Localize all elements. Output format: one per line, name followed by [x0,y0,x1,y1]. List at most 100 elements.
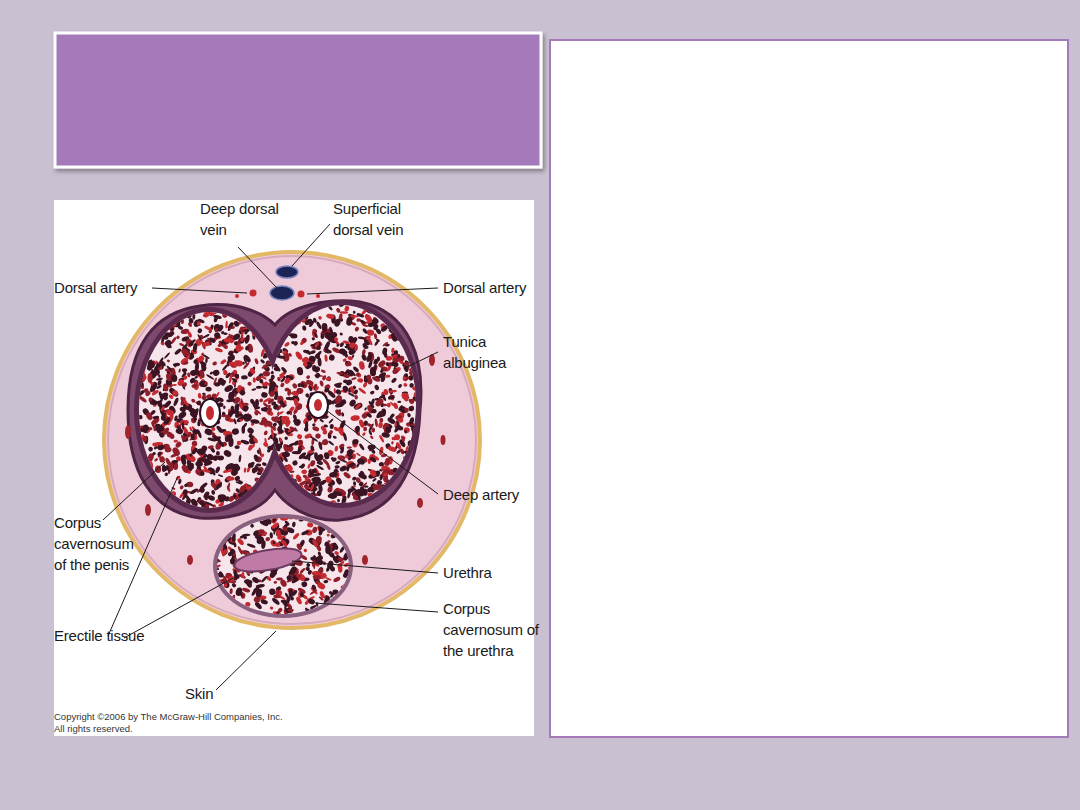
erectile-spot [303,549,307,553]
erectile-spot [390,332,398,342]
erectile-spot [317,551,321,557]
erectile-spot [269,532,273,538]
erectile-spot [215,482,222,490]
erectile-spot [385,361,391,367]
erectile-spot [413,392,421,398]
erectile-spot [359,470,365,476]
erectile-spot [223,549,228,554]
erectile-spot [384,482,388,486]
erectile-spot [341,495,347,505]
erectile-spot [374,397,385,407]
erectile-spot [191,447,199,456]
erectile-spot [149,397,158,405]
erectile-spot [313,520,319,526]
erectile-spot [371,375,380,382]
erectile-spot [234,403,240,410]
erectile-spot [197,334,202,341]
erectile-spot [336,343,340,347]
erectile-spot [323,452,330,460]
erectile-spot [277,607,283,613]
erectile-spot [243,326,250,330]
erectile-spot [262,406,268,412]
erectile-spot [327,533,330,536]
erectile-spot [401,405,405,412]
erectile-spot [356,462,361,469]
erectile-spot [284,520,290,526]
erectile-spot [328,305,334,311]
part-label: Dorsal artery [54,277,137,298]
erectile-spot [156,426,165,432]
erectile-spot [354,326,360,332]
erectile-spot [248,463,254,468]
erectile-spot [316,460,323,465]
erectile-spot [233,320,240,328]
erectile-spot [352,492,356,497]
erectile-spot [335,402,344,408]
erectile-spot [298,440,304,446]
urethra [233,544,303,576]
erectile-spot [173,363,181,367]
erectile-spot [223,449,233,458]
erectile-spot [333,336,339,342]
erectile-spot [229,354,235,361]
erectile-spot [237,479,244,484]
erectile-spot [273,367,279,372]
erectile-spot [259,422,268,426]
erectile-spot [312,365,316,371]
erectile-spot [342,358,347,363]
erectile-spot [180,319,184,324]
erectile-spot [234,495,241,501]
erectile-spot [261,540,266,549]
erectile-spot [296,318,302,325]
erectile-spot [230,469,238,477]
erectile-spot [254,477,262,484]
erectile-spot [234,373,239,378]
erectile-spot [280,382,286,388]
erectile-spot [309,483,315,491]
erectile-spot [373,333,377,339]
erectile-spot [304,318,314,326]
erectile-spot [228,495,236,503]
erectile-spot [272,570,277,576]
erectile-spot [228,374,232,384]
erectile-spot [293,340,299,346]
erectile-spot [339,545,346,553]
erectile-spot [336,372,343,375]
erectile-spot [167,359,171,362]
erectile-spot [405,446,410,456]
erectile-spot [199,471,205,477]
erectile-spot [251,484,258,491]
erectile-spot [204,503,210,509]
erectile-spot [270,450,276,459]
erectile-spot [337,498,341,502]
erectile-spot [347,455,353,462]
erectile-spot [382,341,388,347]
leader-lines [103,224,438,690]
erectile-spot [176,335,181,340]
erectile-spot [370,370,376,376]
erectile-spot [296,387,304,395]
erectile-spot [344,353,349,358]
erectile-spot [367,322,376,328]
erectile-spot [352,476,357,481]
part-label: Erectile tissue [54,625,154,646]
erectile-spot [331,546,336,551]
erectile-spot [311,584,317,591]
erectile-spot [180,456,187,466]
erectile-spot [403,427,410,434]
erectile-spot [199,500,206,507]
erectile-spot [391,441,394,445]
erectile-spot [194,363,199,372]
erectile-spot [385,375,390,378]
erectile-spot [350,415,360,422]
erectile-spot [334,550,340,555]
erectile-spot [355,372,361,377]
erectile-spot [226,593,230,597]
erectile-spot [304,600,310,605]
erectile-spot [298,477,301,481]
erectile-spot [353,389,359,395]
erectile-spot [338,302,345,308]
erectile-spot [329,471,339,478]
erectile-spot [196,327,203,334]
erectile-spot [209,371,213,375]
